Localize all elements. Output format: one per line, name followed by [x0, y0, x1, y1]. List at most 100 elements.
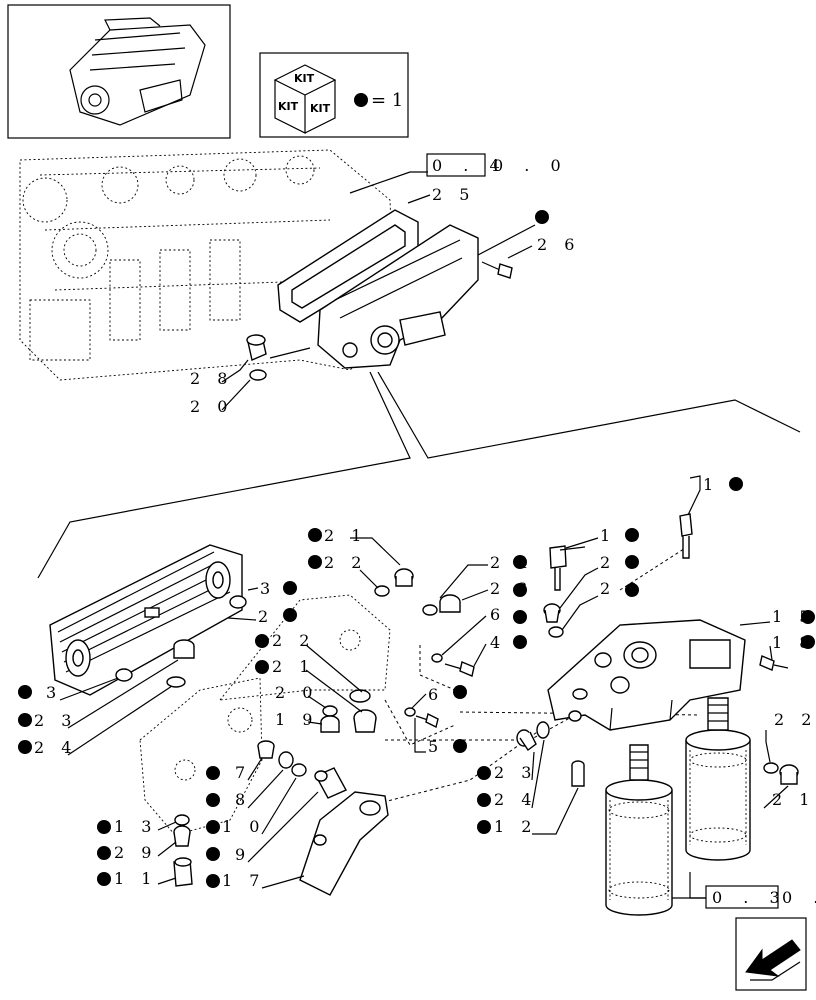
kit-marker-icon — [255, 634, 269, 648]
bolt-part-26[interactable] — [481, 261, 513, 279]
fitting-part-12[interactable] — [571, 760, 585, 787]
gasket-part-17[interactable] — [299, 791, 389, 896]
kit-equals-text: = 1 — [371, 90, 403, 111]
o-ring-part-22-right[interactable] — [763, 762, 779, 774]
callout-13: 1 3 — [114, 817, 157, 836]
oil-filter-right[interactable] — [685, 697, 751, 861]
kit-marker-icon — [283, 608, 297, 622]
sensor-part-14[interactable] — [549, 545, 586, 591]
kit-marker-icon — [513, 610, 527, 624]
kit-marker-icon — [477, 820, 491, 834]
o-ring-part-22-mid[interactable] — [349, 689, 371, 703]
washer-part-13[interactable] — [174, 814, 190, 826]
callout-21-mid: 2 1 — [272, 657, 315, 676]
washer-part-6-top[interactable] — [431, 653, 443, 663]
kit-marker-icon — [625, 583, 639, 597]
kit-legend: KIT KIT KIT = 1 — [259, 52, 409, 138]
plug-part-27[interactable] — [543, 603, 561, 623]
engine-thumbnail-icon[interactable] — [7, 4, 231, 139]
reference-top[interactable]: 0 . 4 0 . 0 — [426, 153, 569, 177]
kit-marker-icon — [477, 766, 491, 780]
kit-marker-icon — [206, 793, 220, 807]
callout-6-bottom: 6 — [428, 685, 444, 704]
filter-head-housing[interactable] — [547, 619, 746, 731]
gasket-part-25[interactable] — [277, 209, 419, 323]
callout-29: 2 9 — [114, 843, 157, 862]
o-ring-part-24-left[interactable] — [166, 676, 186, 688]
plug-part-7[interactable] — [257, 740, 275, 759]
plug-part-21-top[interactable] — [394, 568, 414, 587]
callout-9: 9 — [235, 845, 251, 864]
kit-label-right: KIT — [310, 102, 331, 115]
plug-part-21-right[interactable] — [779, 764, 799, 785]
oil-filter-left[interactable] — [605, 744, 673, 916]
callout-20-mid: 2 0 — [275, 683, 318, 702]
o-ring-part-10[interactable] — [291, 763, 307, 777]
kit-marker-icon — [206, 820, 220, 834]
reference-top-suffix: 0 . 0 — [493, 156, 569, 175]
callout-4: 4 — [490, 633, 506, 652]
plug-part-19[interactable] — [320, 715, 340, 733]
callout-24-left: 2 4 — [34, 738, 77, 757]
kit-marker-icon — [308, 555, 322, 569]
zoom-lines — [37, 371, 801, 579]
callout-23-left: 2 3 — [34, 711, 77, 730]
o-ring-part-3-left[interactable] — [115, 668, 133, 682]
callout-15: 1 5 — [772, 607, 815, 626]
o-ring-part-24-center[interactable] — [422, 604, 438, 616]
callout-19: 1 9 — [275, 710, 318, 729]
washer-part-20-top[interactable] — [249, 369, 267, 381]
plug-part-23-left[interactable] — [173, 639, 195, 659]
washer-part-6-bottom[interactable] — [404, 707, 416, 717]
plug-part-21-mid[interactable] — [353, 709, 377, 733]
reference-bottom[interactable]: 0 . 3 0 . 9 — [672, 872, 816, 909]
sensor-part-11[interactable] — [173, 857, 193, 887]
callout-26: 2 6 — [537, 235, 580, 254]
callout-3-right: 3 — [260, 579, 276, 598]
oil-cooler-element[interactable] — [49, 544, 243, 696]
callout-22-top: 2 2 — [324, 553, 367, 572]
kit-marker-icon — [206, 847, 220, 861]
bolt-part-18[interactable] — [759, 655, 789, 671]
plug-part-28[interactable] — [246, 334, 267, 361]
bolt-part-5[interactable] — [415, 712, 439, 729]
kit-marker-icon — [18, 740, 32, 754]
filter-housing-ghost — [139, 594, 391, 836]
sensor-part-16[interactable] — [679, 513, 693, 559]
callout-3-left: 3 — [46, 683, 62, 702]
kit-label-top: KIT — [294, 72, 315, 85]
callout-2: 2 — [258, 607, 274, 626]
o-ring-part-3-right[interactable] — [229, 595, 247, 609]
kit-marker-icon — [97, 820, 111, 834]
callout-20-top: 2 0 — [190, 397, 233, 416]
callout-10: 1 0 — [222, 817, 265, 836]
kit-marker-icon — [625, 555, 639, 569]
kit-marker-icon — [453, 685, 467, 699]
kit-label-left: KIT — [278, 100, 299, 113]
plug-part-29[interactable] — [173, 825, 191, 847]
sleeve-part-8[interactable] — [278, 751, 294, 769]
bolt-part-4[interactable] — [444, 661, 475, 677]
kit-marker-icon — [308, 528, 322, 542]
back-arrow-icon[interactable] — [735, 917, 807, 991]
washer-part-20-right[interactable] — [548, 626, 564, 638]
plug-part-23-center[interactable] — [439, 594, 461, 613]
callout-21-right: 2 1 — [772, 790, 815, 809]
callout-28: 2 8 — [190, 369, 233, 388]
kit-marker-icon — [625, 528, 639, 542]
engine-block — [19, 149, 396, 381]
bullet-icon — [354, 93, 368, 107]
callout-8: 8 — [235, 790, 251, 809]
o-ring-part-22-top[interactable] — [374, 585, 390, 597]
kit-marker-icon — [283, 581, 297, 595]
callout-18: 1 8 — [772, 633, 815, 652]
fitting-part-9[interactable] — [314, 767, 347, 799]
kit-marker-icon — [206, 874, 220, 888]
o-ring-part-24-bottom[interactable] — [536, 721, 550, 739]
plug-part-23-bottom[interactable] — [516, 729, 537, 752]
callout-17: 1 7 — [222, 871, 265, 890]
reference-bottom-box: 0 . 3 — [712, 888, 788, 907]
kit-marker-icon — [801, 635, 815, 649]
oil-cooler-housing-top[interactable] — [317, 224, 479, 369]
